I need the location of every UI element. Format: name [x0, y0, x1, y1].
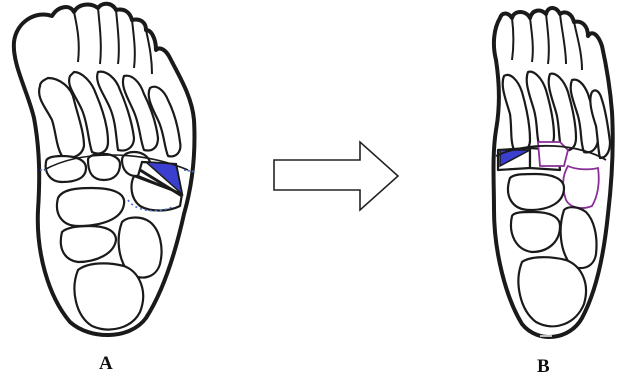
right-arrow-icon — [274, 142, 398, 210]
panel-label-b: B — [537, 357, 550, 376]
foot-panel-a — [14, 4, 196, 335]
foot-panel-b — [494, 8, 613, 337]
panel-label-a: A — [99, 354, 113, 373]
